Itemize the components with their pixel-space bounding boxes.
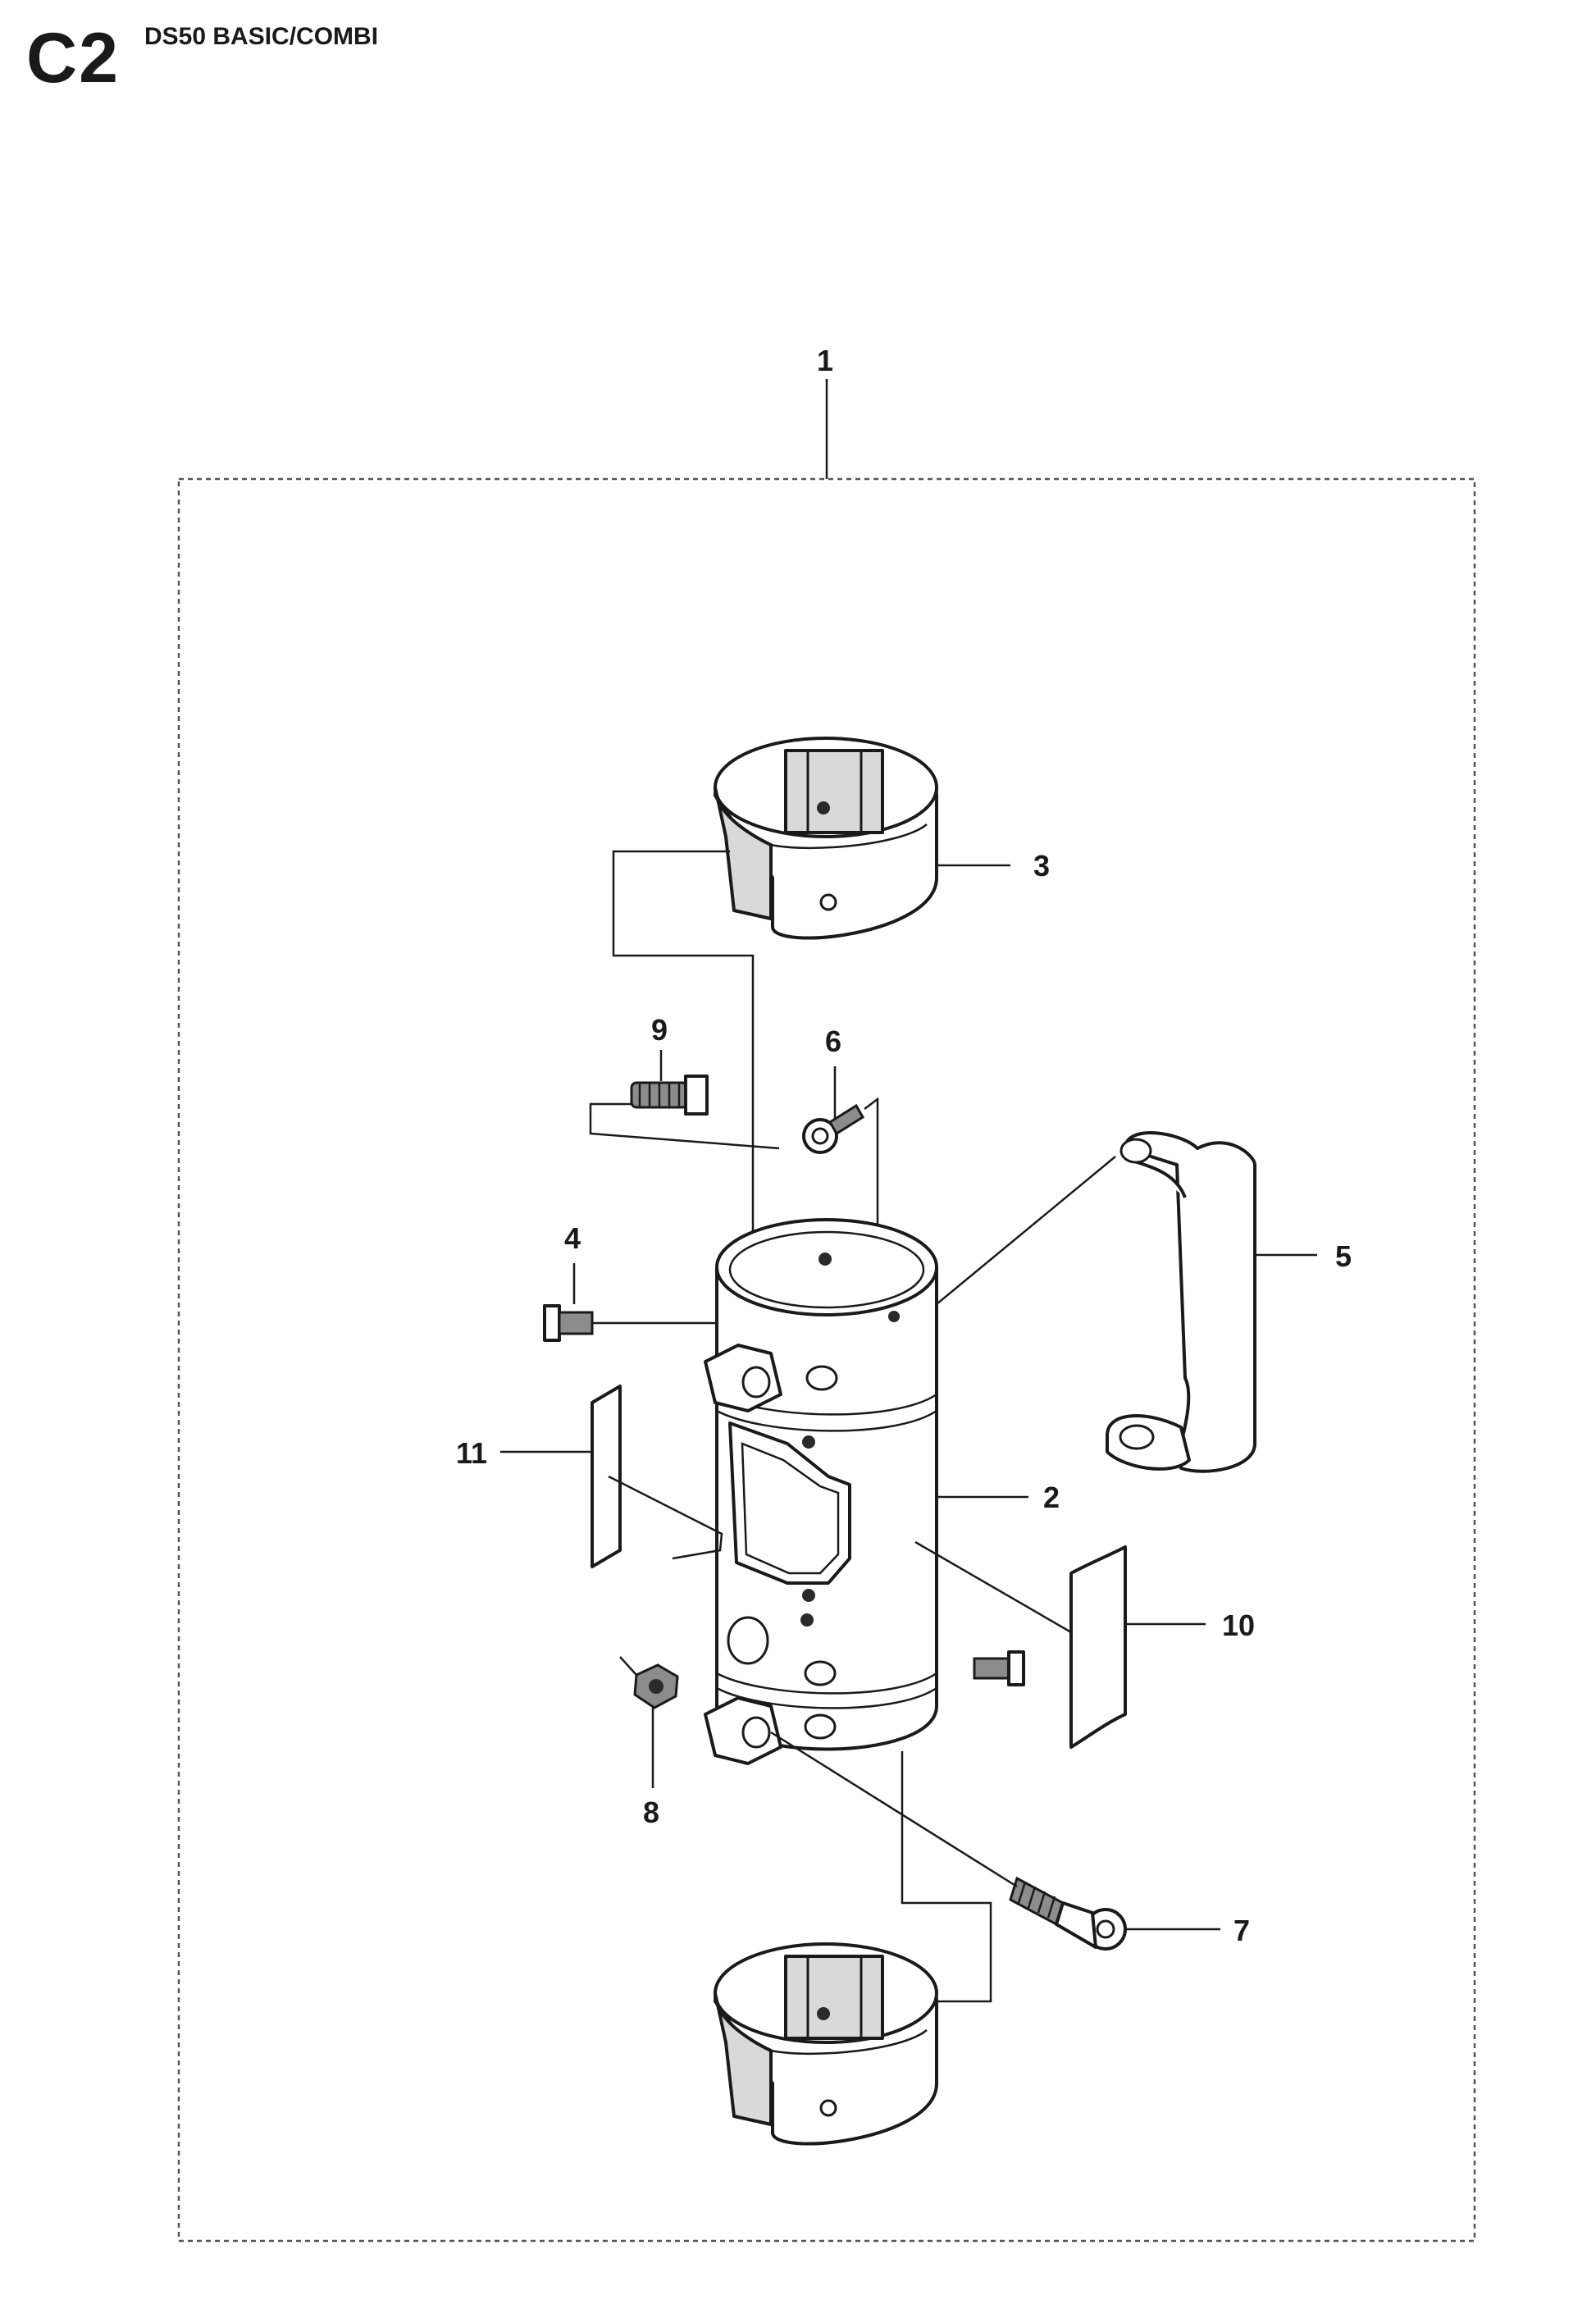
callout-1: 1 — [817, 344, 833, 377]
callout-5: 5 — [1335, 1239, 1352, 1273]
assembly-line-6 — [864, 1097, 879, 1280]
assembly-line-8 — [619, 1656, 637, 1676]
nut-8-part — [633, 1663, 679, 1709]
assembly-line-upper — [612, 850, 755, 1329]
callout-11: 11 — [456, 1436, 487, 1470]
callout-6: 6 — [825, 1024, 841, 1058]
assembly-line-9 — [589, 1102, 780, 1150]
screw-4-part — [543, 1304, 594, 1342]
lower-sleeve-part — [714, 1942, 938, 2146]
screw-7-part — [1009, 1876, 1127, 1951]
assembly-line-5 — [936, 1156, 1116, 1305]
assembly-line-7 — [770, 1731, 1018, 1888]
page-code: C2 — [26, 19, 120, 98]
callout-7: 7 — [1233, 1914, 1250, 1947]
assembly-line-10 — [914, 1540, 1072, 1634]
screw-9-part — [630, 1075, 709, 1116]
callout-9: 9 — [651, 1013, 668, 1047]
callout-2: 2 — [1043, 1481, 1060, 1514]
tube-body-part — [704, 1218, 938, 1765]
callout-10: 10 — [1222, 1608, 1255, 1642]
assembly-line-lower — [901, 1751, 992, 2003]
upper-sleeve-part — [714, 737, 938, 940]
screw-6-part — [802, 1103, 865, 1154]
label-11-part — [591, 1385, 622, 1568]
screw-lower-right-part — [973, 1650, 1025, 1686]
callout-4: 4 — [564, 1221, 581, 1255]
callout-3: 3 — [1033, 849, 1050, 883]
page-title: DS50 BASIC/COMBI — [144, 23, 379, 50]
assembly-line-11 — [608, 1475, 723, 1560]
label-10-part — [1069, 1545, 1127, 1749]
callout-8: 8 — [643, 1796, 659, 1829]
assembly-frame — [177, 477, 1476, 2243]
handle-part — [1106, 1131, 1256, 1473]
